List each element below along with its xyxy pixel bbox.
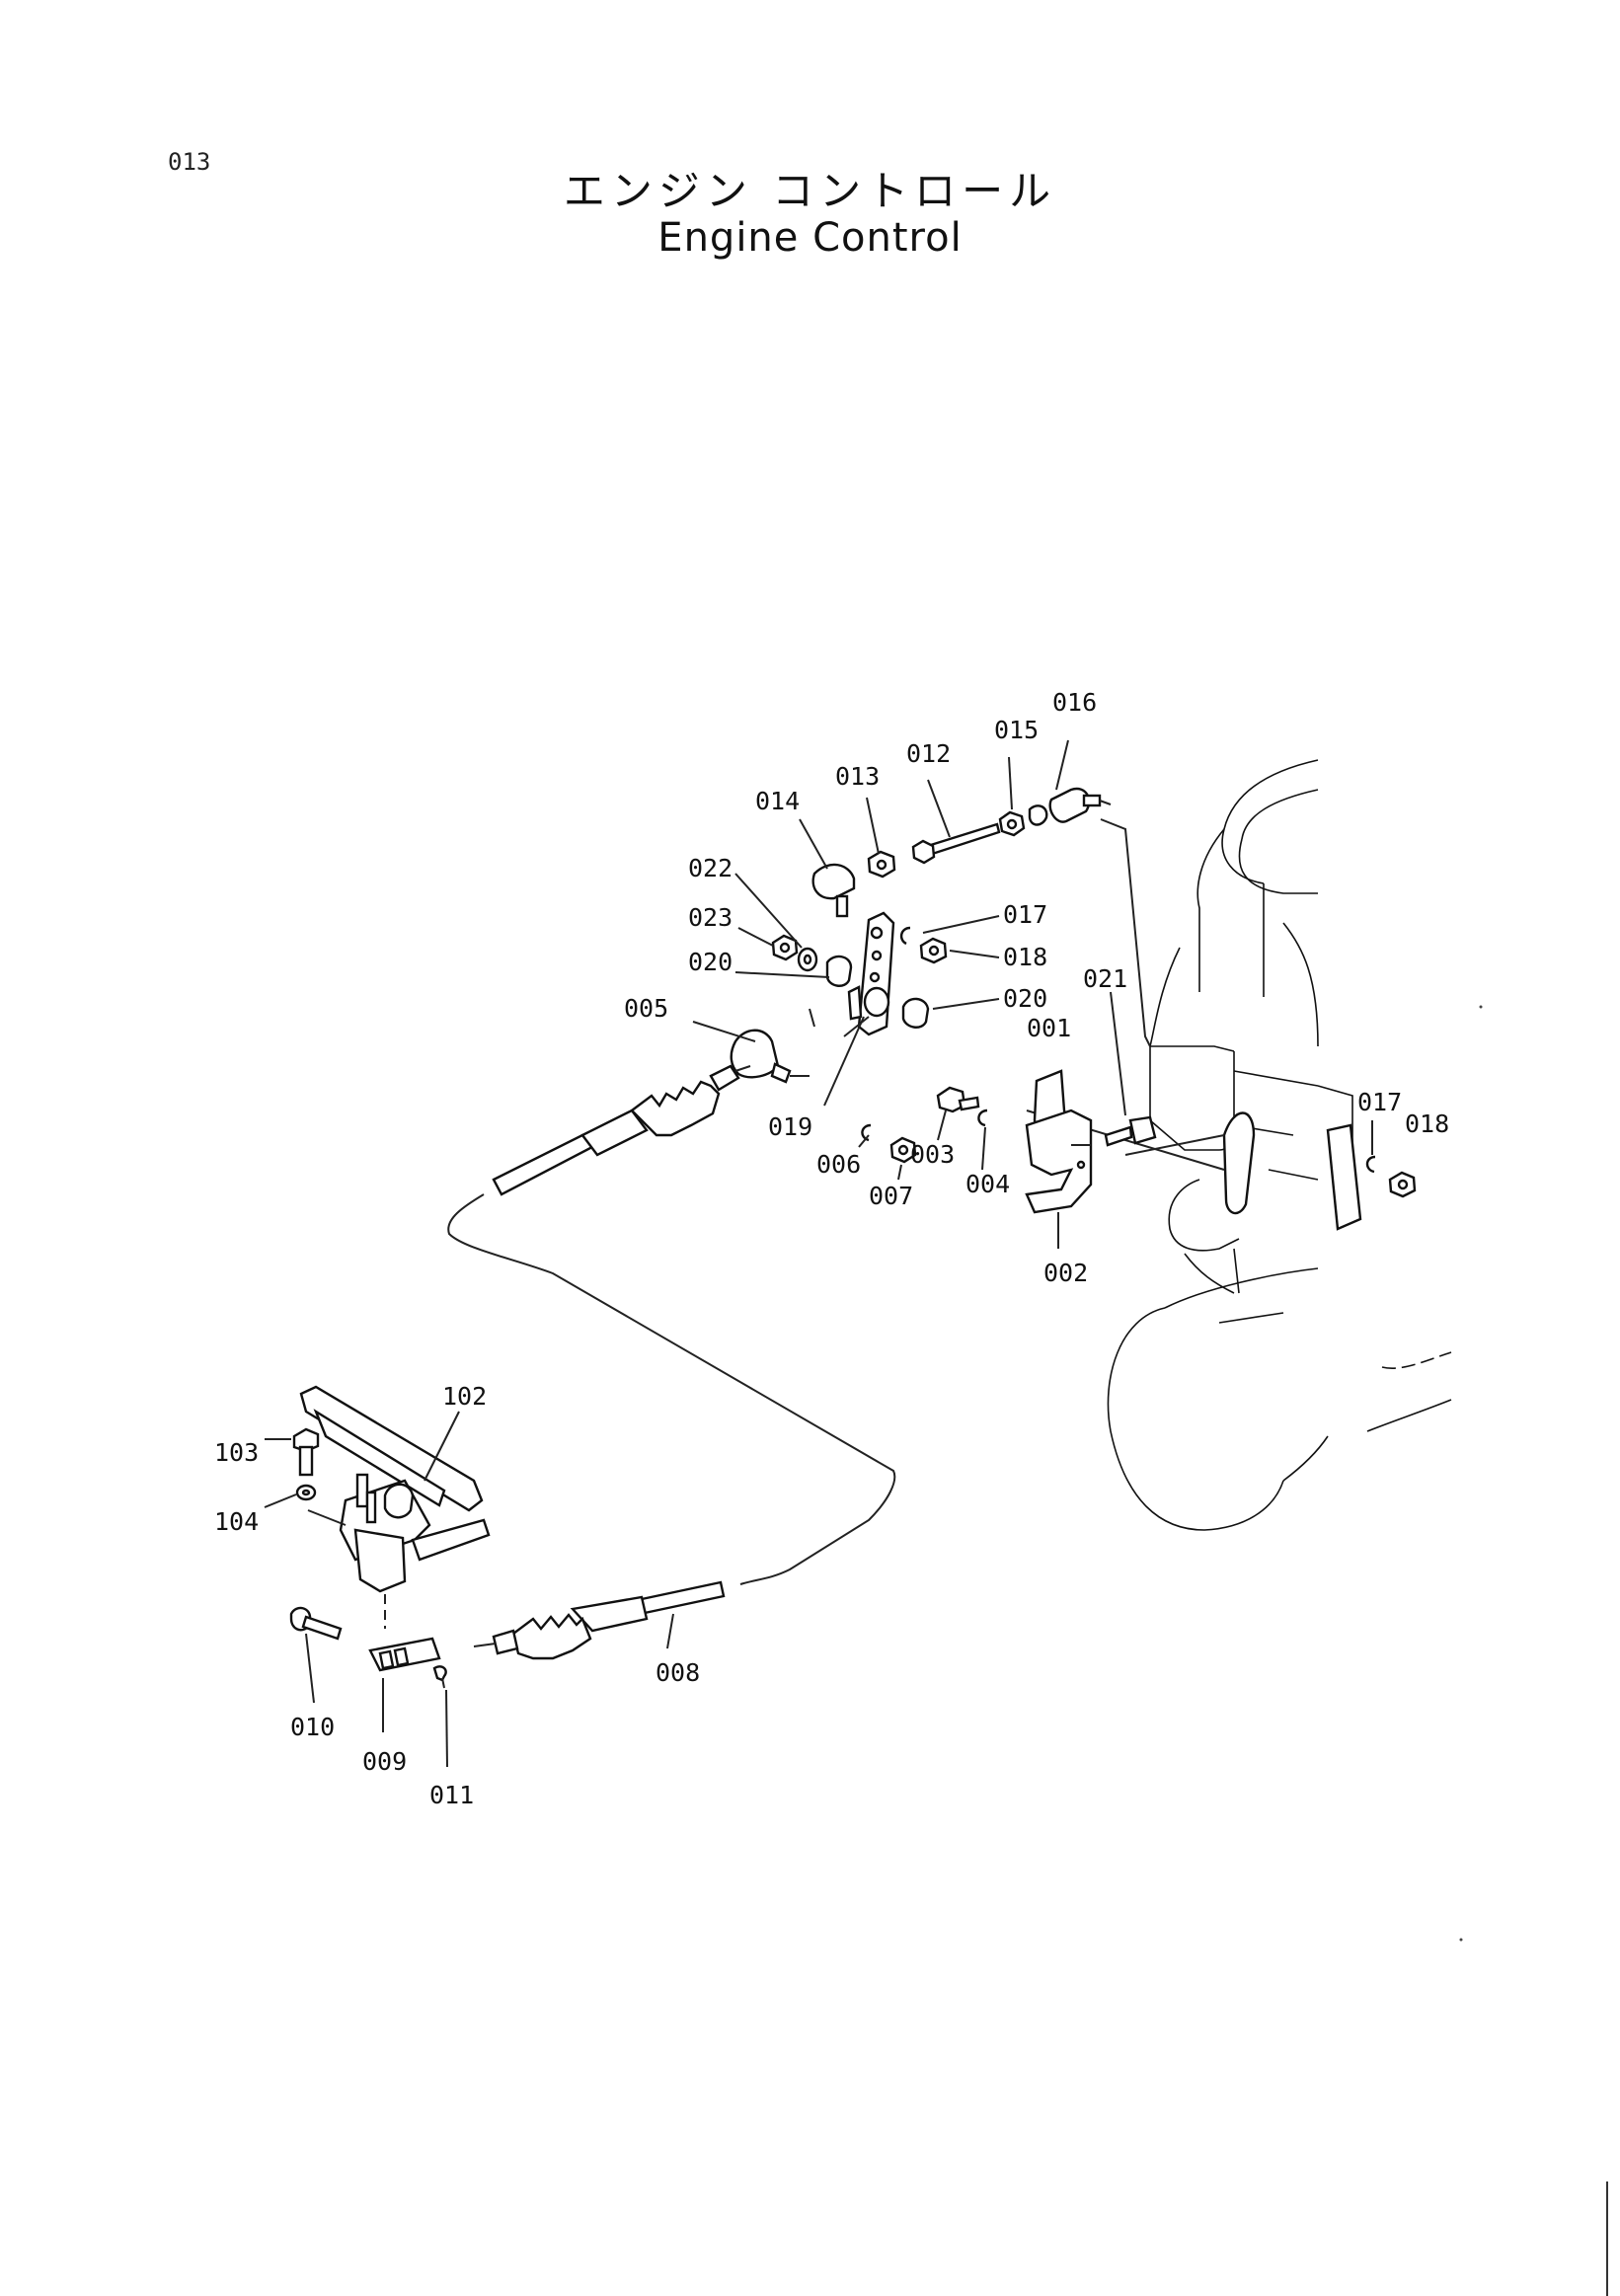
label-002: 002 bbox=[1043, 1259, 1088, 1287]
part-017-clip-upper bbox=[899, 926, 911, 946]
part-102-pedal-assembly bbox=[299, 1385, 491, 1593]
label-022: 022 bbox=[688, 854, 733, 882]
part-021-bolt bbox=[1104, 1115, 1157, 1147]
part-008-cable-run bbox=[447, 1193, 896, 1585]
page-number: 013 bbox=[168, 148, 211, 176]
part-022-washer bbox=[797, 947, 818, 972]
label-014: 014 bbox=[755, 787, 800, 815]
part-012-rod bbox=[911, 822, 1001, 865]
label-102: 102 bbox=[442, 1382, 487, 1411]
label-001: 001 bbox=[1027, 1014, 1071, 1042]
label-011: 011 bbox=[429, 1781, 474, 1809]
part-014-ball-joint bbox=[811, 863, 856, 918]
cable-lower-end bbox=[473, 1580, 726, 1660]
label-007: 007 bbox=[869, 1182, 913, 1210]
part-003-bolt bbox=[936, 1086, 980, 1113]
label-006: 006 bbox=[816, 1150, 861, 1179]
part-019-lever bbox=[847, 911, 895, 1036]
part-009-clevis bbox=[368, 1637, 441, 1672]
part-020-bushing-left bbox=[825, 955, 853, 987]
part-005-rod-end bbox=[730, 1029, 810, 1084]
part-017-clip-right bbox=[1365, 1155, 1376, 1174]
cable-upper-end bbox=[492, 1064, 751, 1196]
part-104-washer bbox=[295, 1484, 317, 1501]
speck-mark-2 bbox=[1459, 1938, 1463, 1942]
label-016: 016 bbox=[1052, 688, 1097, 717]
part-013-nut bbox=[867, 850, 896, 879]
engine-lever-arm bbox=[1222, 1111, 1362, 1231]
part-010-pin bbox=[289, 1606, 343, 1641]
speck-mark bbox=[1479, 1005, 1483, 1009]
title-english: Engine Control bbox=[657, 215, 963, 261]
label-008: 008 bbox=[656, 1658, 700, 1687]
label-010: 010 bbox=[290, 1713, 335, 1741]
title-japanese: エンジン コントロール bbox=[563, 167, 1057, 215]
label-018-right: 018 bbox=[1405, 1110, 1449, 1138]
label-004: 004 bbox=[965, 1170, 1010, 1198]
leader-lines bbox=[264, 739, 1373, 1768]
label-104: 104 bbox=[214, 1507, 259, 1536]
part-015-nut bbox=[998, 804, 1048, 837]
label-017-right: 017 bbox=[1357, 1088, 1402, 1116]
linkage-line bbox=[1100, 818, 1151, 1047]
label-005: 005 bbox=[624, 994, 668, 1023]
label-009: 009 bbox=[362, 1747, 407, 1776]
part-004-clip bbox=[977, 1109, 988, 1127]
part-103-bolt bbox=[292, 1427, 320, 1477]
engine-outline bbox=[1107, 759, 1452, 1531]
part-023-nut bbox=[771, 934, 799, 961]
label-017-upper: 017 bbox=[1003, 900, 1047, 929]
part-labels: 016 015 012 013 014 022 023 020 005 017 … bbox=[214, 688, 1449, 1809]
label-012: 012 bbox=[906, 739, 951, 768]
part-007-nut bbox=[889, 1136, 917, 1164]
label-018-upper: 018 bbox=[1003, 943, 1047, 971]
label-019: 019 bbox=[768, 1112, 812, 1141]
label-023: 023 bbox=[688, 903, 733, 932]
part-002-bracket bbox=[1025, 1109, 1093, 1214]
label-013: 013 bbox=[835, 762, 880, 791]
pedal-dash-line bbox=[307, 1509, 347, 1526]
label-021: 021 bbox=[1083, 964, 1127, 993]
part-018-nut-upper bbox=[919, 937, 948, 964]
label-003: 003 bbox=[910, 1140, 955, 1169]
label-020-left: 020 bbox=[688, 948, 733, 976]
part-020-bushing-right bbox=[901, 997, 930, 1029]
part-016-rod-end bbox=[1048, 787, 1112, 823]
part-011-cotter-pin bbox=[432, 1665, 447, 1689]
label-103: 103 bbox=[214, 1438, 259, 1467]
linkage-line-3 bbox=[1124, 1134, 1225, 1156]
label-015: 015 bbox=[994, 716, 1039, 744]
part-018-nut-right bbox=[1388, 1171, 1417, 1198]
label-020-right: 020 bbox=[1003, 984, 1047, 1013]
